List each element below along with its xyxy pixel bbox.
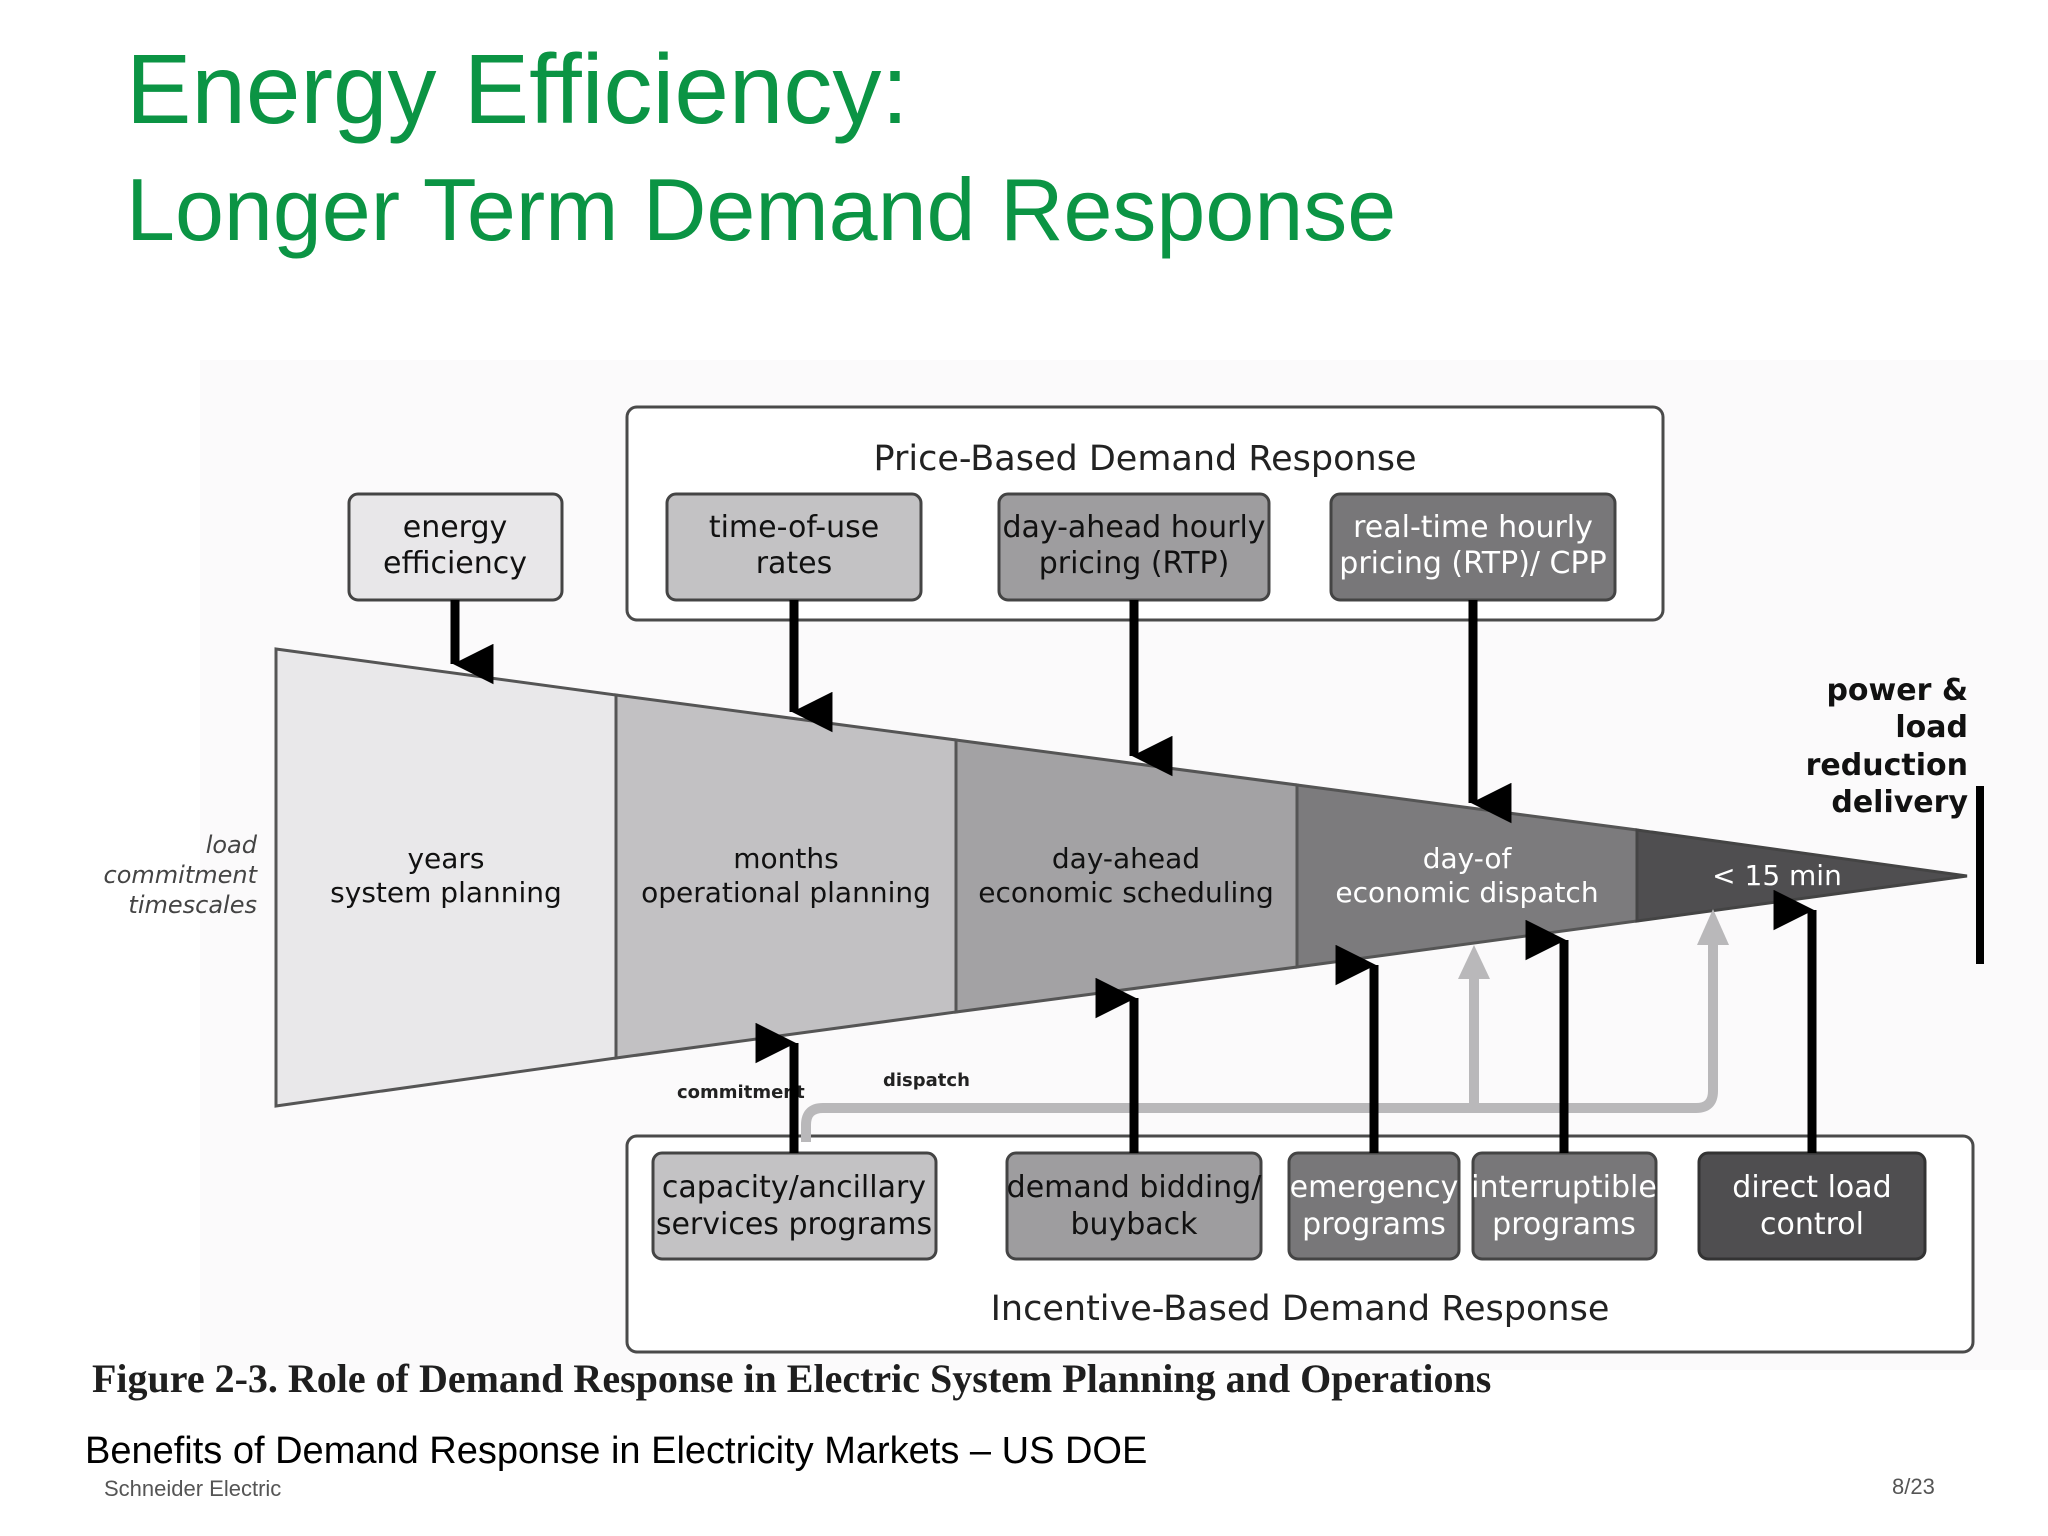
figure-caption: Figure 2-3. Role of Demand Response in E… <box>92 1356 1492 1401</box>
segment-under-15-min-label: < 15 min <box>1712 859 1842 892</box>
segment-months-label-1: months <box>733 842 838 875</box>
segment-years-label-1: years <box>407 842 484 875</box>
slide-title: Energy Efficiency: <box>126 34 909 144</box>
interruptible-programs-box <box>1471 1151 1658 1261</box>
capacity-ancillary-label-2: services programs <box>656 1207 932 1242</box>
real-time-pricing-label-2: pricing (RTP)/ CPP <box>1339 546 1606 581</box>
energy-efficiency-label-1: energy <box>403 510 508 545</box>
emergency-programs-box <box>1287 1151 1461 1261</box>
segment-years-label-2: system planning <box>330 876 562 909</box>
delivery-label-line-4: delivery <box>1831 785 1968 820</box>
time-of-use-label-1: time-of-use <box>709 510 879 545</box>
capacity-ancillary-box <box>651 1151 938 1261</box>
interruptible-programs-label-1: interruptible <box>1471 1170 1657 1205</box>
demand-bidding-box <box>1005 1151 1263 1261</box>
page-number: 8/23 <box>1892 1474 1935 1499</box>
day-ahead-pricing-label-1: day-ahead hourly <box>1002 510 1265 545</box>
time-of-use-label-2: rates <box>756 546 833 581</box>
delivery-label-line-2: load <box>1895 710 1968 745</box>
energy-efficiency-label-2: efficiency <box>383 546 527 581</box>
day-ahead-pricing-label-2: pricing (RTP) <box>1039 546 1230 581</box>
footer-company: Schneider Electric <box>104 1476 282 1501</box>
source-citation: Benefits of Demand Response in Electrici… <box>85 1430 1148 1472</box>
emergency-programs-label-2: programs <box>1302 1207 1446 1242</box>
slide-subtitle: Longer Term Demand Response <box>126 160 1397 259</box>
incentive-based-group-label: Incentive-Based Demand Response <box>991 1289 1610 1329</box>
price-based-group-label: Price-Based Demand Response <box>874 439 1417 479</box>
direct-load-control-label-1: direct load <box>1732 1170 1891 1205</box>
real-time-pricing-label-1: real-time hourly <box>1353 510 1593 545</box>
dispatch-label: dispatch <box>883 1070 970 1091</box>
direct-load-control-box <box>1697 1151 1927 1261</box>
segment-day-ahead-label-2: economic scheduling <box>978 876 1274 909</box>
segment-day-ahead-label-1: day-ahead <box>1052 842 1200 875</box>
interruptible-programs-label-2: programs <box>1492 1207 1636 1242</box>
capacity-ancillary-label-1: capacity/ancillary <box>662 1170 926 1205</box>
axis-label-line-3: timescales <box>128 891 257 919</box>
dispatch-path-main <box>801 940 1718 1142</box>
commitment-label: commitment <box>677 1082 805 1103</box>
delivery-label-line-1: power & <box>1826 673 1968 708</box>
segment-months-label-2: operational planning <box>641 876 931 909</box>
axis-label-line-2: commitment <box>104 861 259 889</box>
delivery-bar <box>1976 786 1984 964</box>
dispatch-path <box>801 940 1718 1142</box>
delivery-label-line-3: reduction <box>1806 748 1968 783</box>
axis-label-line-1: load <box>206 831 258 859</box>
dispatch-arrowhead-day-of <box>1458 945 1490 979</box>
demand-bidding-label-2: buyback <box>1070 1207 1198 1242</box>
demand-bidding-label-1: demand bidding/ <box>1007 1170 1263 1205</box>
segment-day-of-label-2: economic dispatch <box>1335 876 1598 909</box>
dispatch-arrowhead-15-min <box>1697 909 1729 945</box>
emergency-programs-label-1: emergency <box>1290 1170 1459 1205</box>
segment-day-of-label-1: day-of <box>1423 842 1513 875</box>
direct-load-control-label-2: control <box>1760 1207 1864 1242</box>
